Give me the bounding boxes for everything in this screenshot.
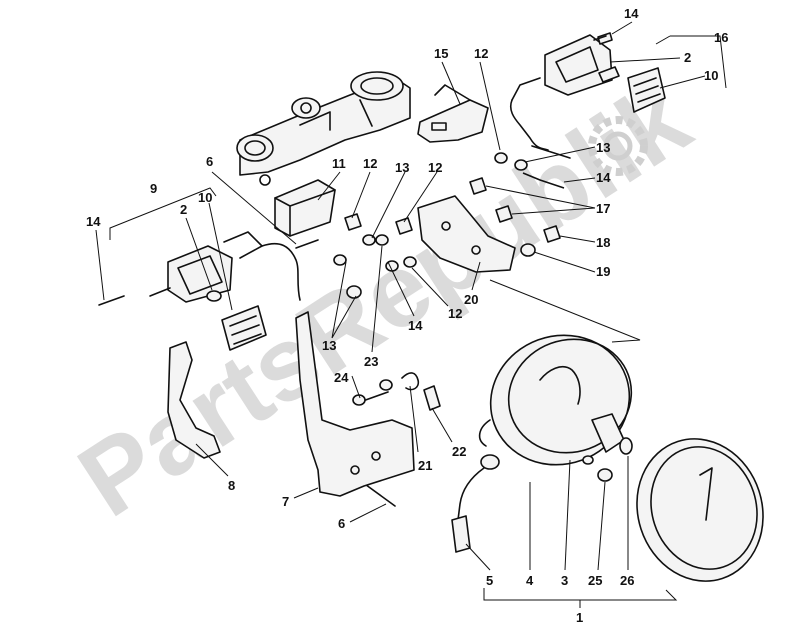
callout-12: 12 [363,156,377,171]
callout-6: 6 [338,516,345,531]
callout-12: 12 [448,306,462,321]
callout-12: 12 [474,46,488,61]
mounting-plate [417,195,516,273]
callout-2: 2 [180,202,187,217]
callout-17: 17 [596,201,610,216]
callout-6: 6 [206,154,213,169]
callout-21: 21 [418,458,432,473]
relay-box [274,179,336,237]
headlight-lens [636,438,764,582]
callout-10: 10 [198,190,212,205]
headlight-housing [451,334,633,553]
callout-10: 10 [704,68,718,83]
callout-14: 14 [624,6,639,21]
callout-26: 26 [620,573,634,588]
callout-11: 11 [332,156,346,171]
callout-labels: 14 16 2 10 15 12 13 14 17 18 19 20 12 6 … [86,6,728,625]
callout-18: 18 [596,235,610,250]
leader-lines [95,21,727,608]
callout-2: 2 [684,50,691,65]
callout-13: 13 [395,160,409,175]
callout-7: 7 [282,494,289,509]
callout-5: 5 [486,573,493,588]
callout-25: 25 [588,573,602,588]
callout-3: 3 [561,573,568,588]
callout-14: 14 [86,214,101,229]
callout-19: 19 [596,264,610,279]
callout-14: 14 [408,318,423,333]
signal-bracket [417,84,489,143]
callout-14: 14 [596,170,611,185]
callout-12: 12 [428,160,442,175]
headlight-bracket [295,311,415,497]
callout-4: 4 [526,573,534,588]
instrument-bracket [236,71,411,186]
callout-13: 13 [322,338,336,353]
callout-15: 15 [434,46,448,61]
hardware [98,35,607,507]
callout-20: 20 [464,292,478,307]
callout-24: 24 [334,370,349,385]
gear-logo-icon [588,116,648,176]
lower-bracket-left [167,341,221,459]
callout-1: 1 [576,610,583,625]
callout-13: 13 [596,140,610,155]
callout-22: 22 [452,444,466,459]
callout-16: 16 [714,30,728,45]
callout-9: 9 [150,181,157,196]
callout-8: 8 [228,478,235,493]
callout-23: 23 [364,354,378,369]
left-turn-signal [167,231,301,351]
